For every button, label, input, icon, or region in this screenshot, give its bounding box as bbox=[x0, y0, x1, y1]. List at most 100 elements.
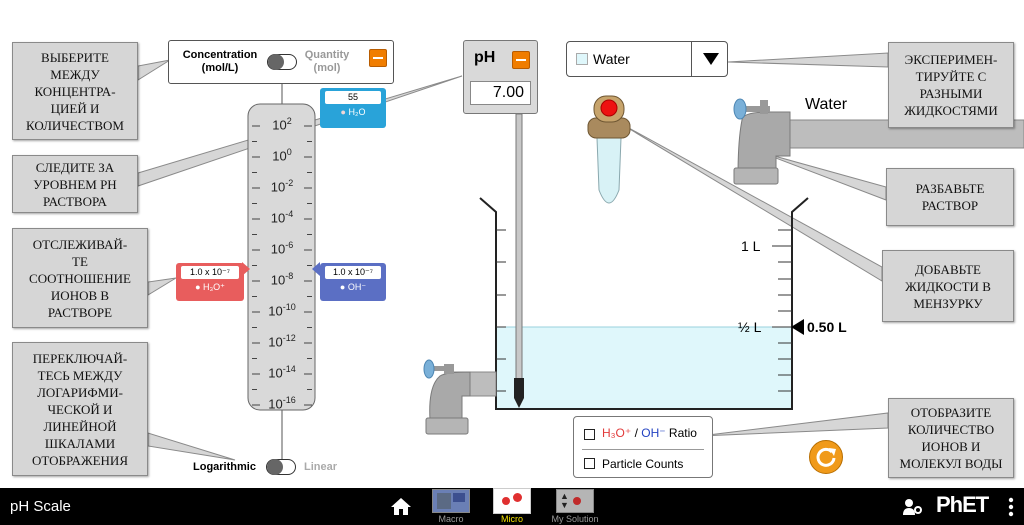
my-solution-arrows-icon: ▲▼ bbox=[560, 491, 569, 510]
reset-all-icon bbox=[816, 447, 836, 467]
units-toggle-knob[interactable] bbox=[268, 54, 284, 70]
ph-meter[interactable]: pH 7.00 bbox=[463, 40, 538, 114]
callout-show-particles: ОТОБРАЗИТЕ КОЛИЧЕСТВО ИОНОВ И МОЛЕКУЛ ВО… bbox=[888, 398, 1014, 478]
concentration-unit-text: (mol/L) bbox=[201, 62, 239, 74]
graph-scale bbox=[247, 82, 316, 462]
tick-base: 10 bbox=[270, 241, 286, 257]
beaker-mark-1l: 1 L bbox=[741, 238, 761, 254]
quantity-label-text: Quantity bbox=[304, 49, 350, 61]
ph-meter-label: pH bbox=[474, 49, 496, 66]
graph-tick-label: 10-4 bbox=[252, 209, 312, 225]
callout-add-liquid: ДОБАВЬТЕ ЖИДКОСТИ В МЕНЗУРКУ bbox=[882, 250, 1014, 322]
h3o-indicator[interactable]: 1.0 x 10⁻⁷ ● H₃O⁺ bbox=[176, 263, 244, 301]
h2o-value: 55 bbox=[325, 91, 381, 104]
units-toggle-switch[interactable] bbox=[267, 54, 297, 70]
linear-label[interactable]: Linear bbox=[304, 461, 338, 473]
micro-tab-label[interactable]: Micro bbox=[501, 514, 523, 524]
particle-counts-checkbox[interactable] bbox=[584, 458, 595, 469]
graph-tick-label: 10-12 bbox=[252, 333, 312, 349]
tick-exponent: -6 bbox=[285, 240, 294, 250]
tick-exponent: -4 bbox=[285, 209, 294, 219]
tick-exponent: -14 bbox=[282, 364, 296, 374]
ph-meter-collapse-button[interactable] bbox=[512, 51, 530, 69]
tick-base: 10 bbox=[272, 117, 287, 133]
oh-label: ● OH⁻ bbox=[320, 282, 386, 293]
ratio-checkbox[interactable] bbox=[584, 429, 595, 440]
oh-molecule-icon: ● bbox=[339, 282, 346, 292]
logarithmic-label[interactable]: Logarithmic bbox=[193, 461, 256, 473]
concentration-label[interactable]: Concentration (mol/L) bbox=[177, 49, 263, 75]
h2o-label-text: H₂O bbox=[348, 107, 366, 117]
graph-units-panel: Concentration (mol/L) Quantity (mol) bbox=[168, 40, 394, 84]
oh-value: 1.0 x 10⁻⁷ bbox=[325, 266, 381, 279]
scale-toggle-knob[interactable] bbox=[267, 459, 283, 475]
micro-screen-icon[interactable] bbox=[493, 488, 531, 514]
tick-base: 10 bbox=[270, 210, 286, 226]
my-solution-molecule bbox=[573, 497, 581, 505]
particle-counts-label[interactable]: Particle Counts bbox=[602, 457, 684, 471]
home-button[interactable] bbox=[390, 496, 412, 516]
callout-choose-concentration: ВЫБЕРИТЕ МЕЖДУ КОНЦЕНТРА- ЦИЕЙ И КОЛИЧЕС… bbox=[12, 42, 138, 140]
tick-base: 10 bbox=[270, 272, 286, 288]
my-solution-tab-label[interactable]: My Solution bbox=[551, 514, 599, 524]
dropdown-triangle-icon[interactable] bbox=[703, 53, 719, 65]
scale-toggle-switch[interactable] bbox=[266, 459, 296, 475]
graph-tick-label: 100 bbox=[252, 147, 312, 163]
oh-indicator[interactable]: 1.0 x 10⁻⁷ ● OH⁻ bbox=[320, 263, 386, 301]
beaker bbox=[479, 197, 809, 410]
combo-divider bbox=[691, 42, 692, 76]
keyboard-help-button[interactable] bbox=[902, 498, 922, 516]
tick-exponent: -2 bbox=[285, 178, 294, 188]
quantity-label[interactable]: Quantity (mol) bbox=[301, 49, 353, 75]
graph-collapse-button[interactable] bbox=[369, 49, 387, 67]
my-solution-screen-icon[interactable]: ▲▼ bbox=[556, 489, 594, 513]
options-separator bbox=[582, 449, 704, 450]
graph-tick-label: 10-8 bbox=[252, 271, 312, 287]
solution-dropper[interactable] bbox=[587, 95, 631, 204]
ratio-oh-text: OH⁻ bbox=[641, 426, 666, 440]
tick-exponent: 0 bbox=[286, 147, 292, 157]
ph-value-readout: 7.00 bbox=[470, 81, 531, 105]
h2o-label: ● H₂O bbox=[320, 107, 386, 117]
h3o-label: ● H₃O⁺ bbox=[176, 282, 244, 293]
graph-tick-label: 10-16 bbox=[252, 395, 312, 411]
graph-tick-label: 102 bbox=[252, 116, 312, 132]
ratio-h3o-text: H₃O⁺ bbox=[602, 426, 632, 440]
oh-pointer bbox=[312, 262, 320, 276]
volume-readout: 0.50 L bbox=[807, 319, 847, 335]
particle-options-panel: H₃O⁺ / OH⁻ Ratio Particle Counts bbox=[573, 416, 713, 478]
navigation-bar: pH Scale Macro Micro ▲▼ My Solution PhET bbox=[0, 488, 1024, 525]
callout-dilute: РАЗБАВЬТЕ РАСТВОР bbox=[886, 168, 1014, 226]
tick-exponent: -10 bbox=[282, 302, 296, 312]
macro-screen-icon[interactable] bbox=[432, 489, 470, 513]
graph-tick-label: 10-6 bbox=[252, 240, 312, 256]
micro-molecule-b bbox=[513, 493, 522, 502]
h3o-value: 1.0 x 10⁻⁷ bbox=[181, 266, 239, 279]
micro-molecule-a bbox=[502, 497, 510, 505]
tick-base: 10 bbox=[268, 365, 283, 381]
ratio-checkbox-label[interactable]: H₃O⁺ / OH⁻ Ratio bbox=[602, 426, 697, 440]
phet-logo[interactable]: PhET bbox=[936, 492, 989, 517]
callout-monitor-ph: СЛЕДИТЕ ЗА УРОВНЕМ PH РАСТВОРА bbox=[12, 155, 138, 213]
water-faucet-label: Water bbox=[805, 96, 848, 113]
options-menu-button[interactable] bbox=[1008, 496, 1014, 518]
ph-probe[interactable] bbox=[514, 113, 524, 408]
ratio-separator: / bbox=[631, 426, 642, 440]
reset-all-button[interactable] bbox=[809, 440, 843, 474]
solution-combo-box[interactable]: Water bbox=[566, 41, 728, 77]
oh-label-text: OH⁻ bbox=[347, 282, 367, 292]
quantity-unit-text: (mol) bbox=[313, 62, 341, 74]
tick-exponent: -8 bbox=[285, 271, 294, 281]
tick-base: 10 bbox=[268, 396, 283, 412]
beaker-mark-half: ½ L bbox=[738, 319, 762, 335]
graph-tick-label: 10-2 bbox=[252, 178, 312, 194]
macro-tab-label[interactable]: Macro bbox=[438, 514, 464, 524]
h2o-indicator[interactable]: 55 ● H₂O bbox=[320, 88, 386, 128]
h2o-molecule-icon: ● bbox=[340, 107, 346, 117]
drain-faucet[interactable] bbox=[423, 359, 497, 435]
tick-base: 10 bbox=[272, 148, 287, 164]
macro-meter-thumb bbox=[453, 493, 465, 502]
graph-tick-label: 10-14 bbox=[252, 364, 312, 380]
h3o-pointer bbox=[242, 262, 250, 276]
tick-base: 10 bbox=[268, 334, 283, 350]
